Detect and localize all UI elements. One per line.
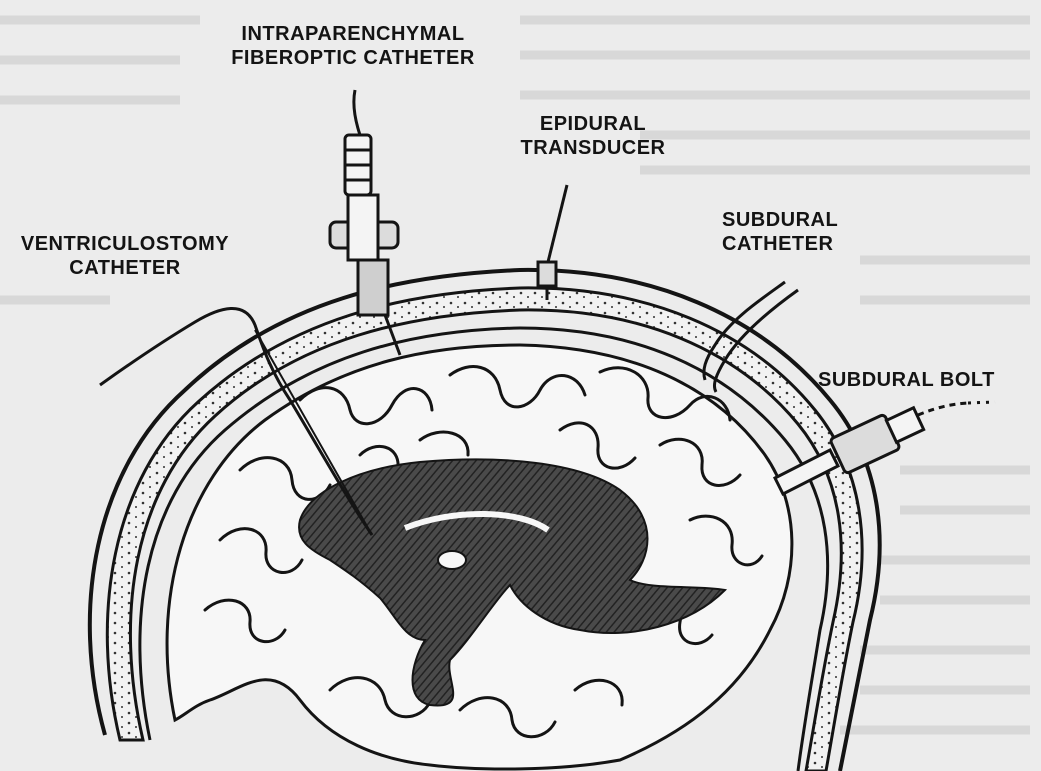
background-text-texture [0, 15, 1030, 735]
label-line: FIBEROPTIC CATHETER [231, 47, 475, 69]
label-ventriculostomy-catheter: VENTRICULOSTOMY CATHETER [0, 232, 250, 280]
dura-outline [138, 326, 830, 771]
scalp-outline [87, 267, 882, 771]
subdural-bolt [772, 400, 996, 497]
epidural-transducer [536, 184, 569, 300]
label-subdural-bolt: SUBDURAL BOLT [818, 368, 1038, 392]
corpus-callosum-curve [403, 510, 550, 533]
label-line: EPIDURAL [539, 113, 647, 135]
ventriculostomy-catheter-inner [254, 329, 373, 536]
label-line: SUBDURAL BOLT [818, 369, 995, 391]
lateral-ventricle [298, 458, 728, 707]
subdural-catheter [702, 280, 799, 393]
ventriculostomy-catheter [99, 307, 374, 536]
brain-gyri [203, 365, 764, 739]
label-line: SUBDURAL [722, 209, 839, 231]
label-line: CATHETER [69, 257, 181, 279]
skull-bone [105, 286, 864, 771]
label-subdural-catheter: SUBDURAL CATHETER [722, 208, 862, 256]
label-line: CATHETER [722, 233, 834, 255]
label-intraparenchymal-fiberoptic-catheter: INTRAPARENCHYMAL FIBEROPTIC CATHETER [192, 22, 514, 70]
ventricle-foramen [437, 550, 467, 570]
label-line: INTRAPARENCHYMAL [241, 23, 465, 45]
fiberoptic-catheter [328, 89, 402, 356]
label-epidural-transducer: EPIDURAL TRANSDUCER [508, 112, 678, 160]
label-line: VENTRICULOSTOMY [20, 233, 230, 255]
label-line: TRANSDUCER [520, 137, 666, 159]
